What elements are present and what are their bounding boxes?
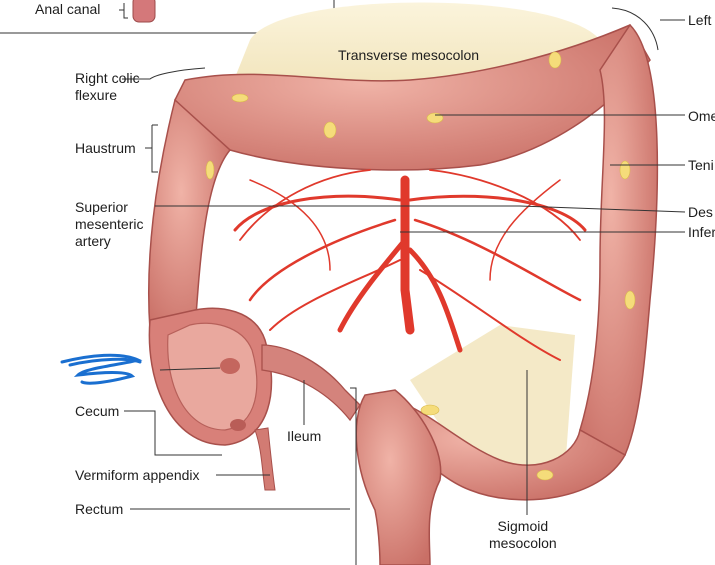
- label-descending: Des: [688, 204, 713, 220]
- label-sigmoid-mesocolon: Sigmoid mesocolon: [489, 518, 557, 551]
- label-transverse-mesocolon: Transverse mesocolon: [338, 47, 480, 63]
- label-left-colic-flexure: Left c: [688, 12, 715, 28]
- cecum-interior: [167, 322, 258, 431]
- ileum: [261, 344, 361, 422]
- appendix-orifice: [230, 419, 246, 431]
- vermiform-appendix: [254, 427, 276, 491]
- label-cecum: Cecum: [75, 403, 120, 419]
- label-vermiform-appendix: Vermiform appendix: [75, 467, 200, 483]
- label-haustrum: Haustrum: [75, 140, 136, 156]
- blue-scribble-annotation: [60, 353, 143, 385]
- ileocecal-orifice: [220, 358, 240, 374]
- label-ileum: Ileum: [287, 428, 322, 444]
- label-teniae: Teni: [688, 157, 714, 173]
- label-inferior: Infer: [688, 224, 715, 240]
- label-superior-mesenteric-artery: Superior mesenteric artery: [75, 199, 144, 249]
- leader-lines: [119, 3, 686, 565]
- label-omentum: Ome: [688, 108, 715, 124]
- label-right-colic-flexure: Right colic flexure: [75, 70, 140, 103]
- label-anal-canal: Anal canal: [35, 1, 101, 17]
- label-rectum: Rectum: [75, 501, 124, 517]
- anal-canal-inset-image: [132, 0, 156, 23]
- mesenteric-arteries: [233, 169, 587, 361]
